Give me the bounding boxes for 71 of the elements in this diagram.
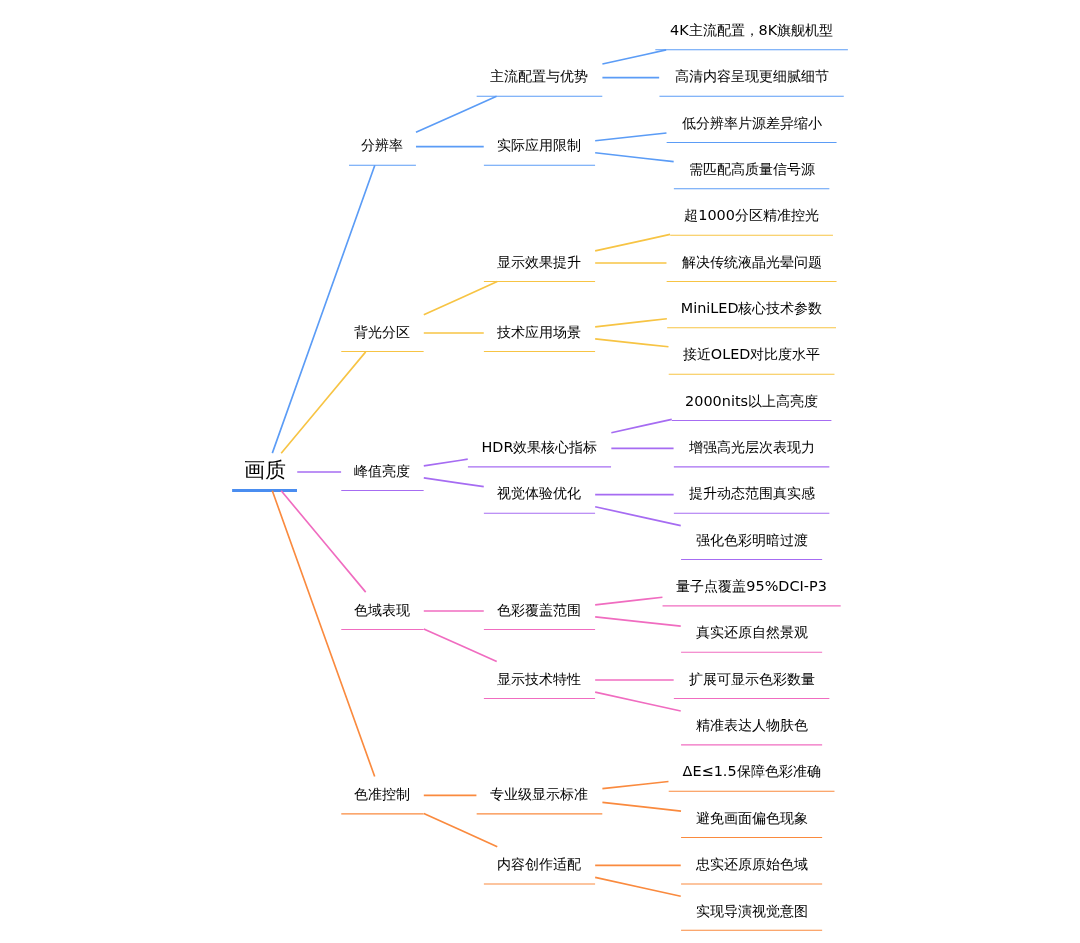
node-text: 提升动态范围真实感 bbox=[688, 485, 815, 502]
connector bbox=[594, 864, 682, 867]
node-text: 专业级显示标准 bbox=[490, 786, 589, 803]
connector bbox=[594, 262, 668, 264]
node-text: 增强高光层次表现力 bbox=[688, 439, 815, 456]
connector bbox=[415, 145, 485, 148]
connector bbox=[594, 493, 675, 496]
connector bbox=[594, 132, 668, 142]
connector bbox=[594, 616, 682, 627]
node-text: 画质 bbox=[243, 458, 286, 483]
node-text: 量子点覆盖95%DCI-P3 bbox=[676, 578, 827, 595]
connector bbox=[594, 338, 670, 348]
node-text: 视觉体验优化 bbox=[497, 485, 582, 502]
node-text: 2000nits以上高亮度 bbox=[685, 392, 819, 409]
connector bbox=[271, 489, 376, 778]
node-text: 色彩覆盖范围 bbox=[497, 601, 582, 618]
node-text: 色域表现 bbox=[354, 601, 411, 618]
node-text: 真实还原自然景观 bbox=[695, 624, 808, 641]
connector bbox=[594, 505, 682, 527]
node-text: 扩展可显示色彩数量 bbox=[688, 670, 815, 687]
connector bbox=[296, 471, 342, 473]
node-text: 需匹配高质量信号源 bbox=[688, 161, 815, 178]
connector bbox=[594, 691, 682, 712]
connector bbox=[422, 610, 485, 612]
node-text: 峰值亮度 bbox=[354, 462, 411, 479]
connector bbox=[271, 164, 376, 454]
node-text: 实际应用限制 bbox=[497, 137, 582, 154]
node-text: 低分辨率片源差异缩小 bbox=[681, 114, 822, 131]
node-text: 解决传统液晶光晕问题 bbox=[681, 253, 822, 270]
connector bbox=[594, 233, 671, 252]
connector bbox=[594, 317, 668, 328]
node-text: 分辨率 bbox=[361, 137, 404, 154]
node-text: 背光分区 bbox=[354, 323, 411, 340]
node-text: 主流配置与优势 bbox=[490, 68, 589, 85]
connector bbox=[601, 801, 682, 812]
node-text: MiniLED核心技术参数 bbox=[680, 300, 823, 317]
node-text: 精准表达人物肤色 bbox=[695, 717, 808, 734]
connector bbox=[422, 477, 485, 488]
node-text: 高清内容呈现更细腻细节 bbox=[674, 68, 829, 85]
connector bbox=[601, 76, 660, 79]
connector bbox=[422, 332, 485, 334]
connector bbox=[422, 458, 469, 467]
node-text: 忠实还原原始色域 bbox=[695, 856, 808, 873]
connector bbox=[601, 780, 670, 790]
connector bbox=[422, 280, 499, 316]
node-text: 超1000分区精准控光 bbox=[684, 207, 819, 224]
connector bbox=[610, 447, 675, 450]
node-text: 色准控制 bbox=[354, 786, 411, 803]
connector bbox=[422, 794, 478, 797]
connector bbox=[594, 151, 675, 163]
connector bbox=[594, 679, 675, 681]
node-text: 4K主流配置，8K旗舰机型 bbox=[669, 22, 834, 39]
connector bbox=[415, 95, 498, 133]
connector bbox=[601, 49, 667, 65]
node-text: ΔE≤1.5保障色彩准确 bbox=[682, 763, 821, 780]
connector bbox=[594, 876, 682, 898]
node-text: 显示技术特性 bbox=[497, 670, 582, 687]
node-text: 显示效果提升 bbox=[497, 253, 582, 270]
connector bbox=[280, 351, 367, 455]
node-text: 技术应用场景 bbox=[497, 323, 582, 340]
node-text: 接近OLED对比度水平 bbox=[682, 346, 821, 363]
connector bbox=[594, 596, 664, 606]
node-text: HDR效果核心指标 bbox=[481, 439, 598, 456]
node-text: 强化色彩明暗过渡 bbox=[695, 531, 808, 548]
connector bbox=[280, 489, 367, 593]
node-text: 内容创作适配 bbox=[497, 856, 582, 873]
connector bbox=[422, 812, 499, 848]
node-text: 实现导演视觉意图 bbox=[695, 902, 808, 919]
connector bbox=[422, 628, 498, 663]
node-text: 避免画面偏色现象 bbox=[695, 809, 808, 826]
connector bbox=[610, 418, 673, 434]
